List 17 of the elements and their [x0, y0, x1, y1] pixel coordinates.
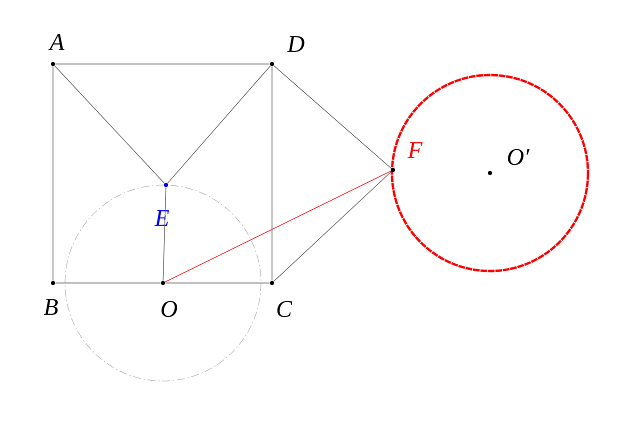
point-label: B	[44, 299, 58, 315]
point-label: D	[287, 36, 304, 52]
point-label: A	[48, 34, 64, 50]
line-segment	[165, 282, 270, 284]
point-label: O	[162, 300, 178, 318]
line-segment	[273, 171, 392, 282]
line-segment	[55, 282, 161, 284]
point-label: C	[277, 300, 292, 318]
line-segment	[273, 65, 392, 169]
line-segment	[162, 187, 166, 281]
line-segment	[54, 65, 165, 184]
point-label: F	[408, 142, 423, 158]
line-segment	[52, 66, 54, 281]
point-label: E	[154, 210, 169, 226]
line-segment	[167, 65, 271, 184]
line-segment	[164, 170, 392, 282]
point-label: O′	[508, 148, 530, 166]
